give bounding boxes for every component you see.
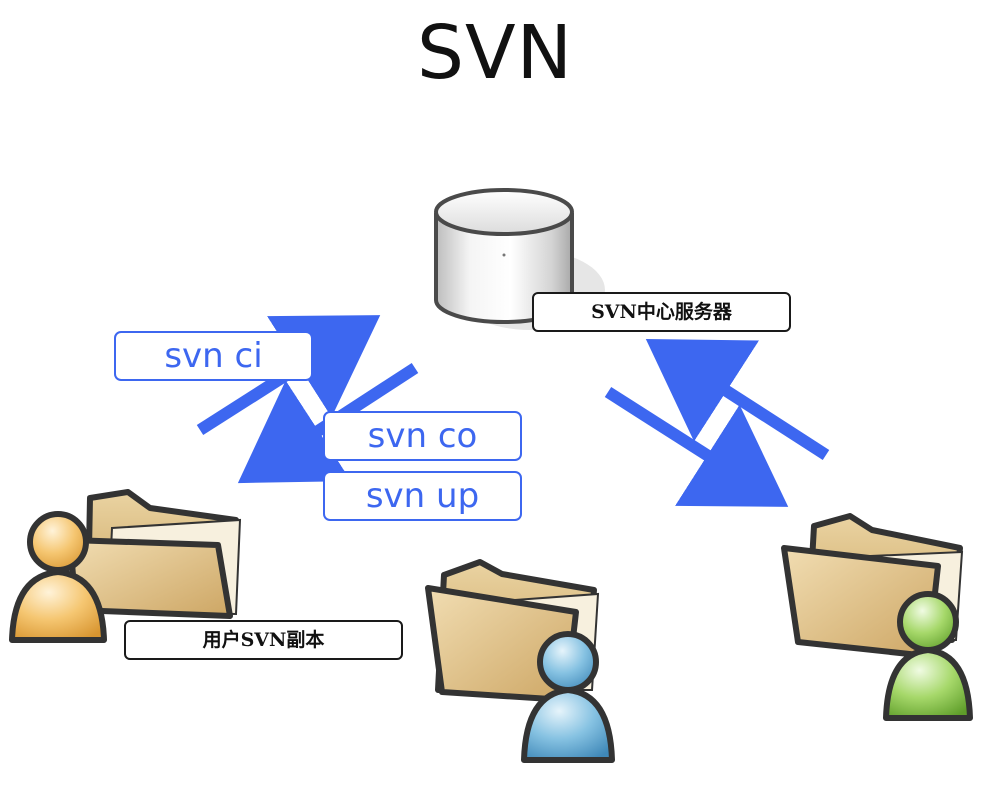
- client-copy-label: 用户SVN副本: [124, 620, 403, 660]
- user-icon-orange: [9, 511, 107, 643]
- diagram-title: SVN: [417, 10, 573, 96]
- user-icon-green: [883, 591, 973, 721]
- client-right: [781, 513, 973, 721]
- server-label: SVN中心服务器: [532, 292, 791, 332]
- arrow-right-down: [604, 386, 789, 507]
- arrow-right-up: [645, 339, 830, 461]
- svn-ci-label: svn ci: [114, 331, 313, 381]
- svn-up-label: svn up: [323, 471, 522, 521]
- user-icon-blue: [521, 631, 615, 763]
- client-left: [9, 489, 242, 643]
- client-middle: [425, 559, 615, 763]
- svn-co-label: svn co: [323, 411, 522, 461]
- folder-icon: [67, 489, 242, 619]
